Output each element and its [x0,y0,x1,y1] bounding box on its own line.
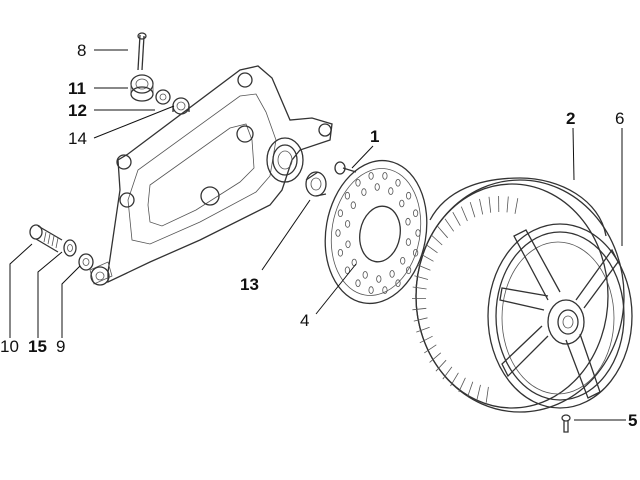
tread-block [488,196,492,213]
disc-vent-hole [376,275,382,283]
tread-block [424,344,437,354]
disc-vent-hole [399,199,405,208]
cotter-pin [137,32,147,71]
wheel-rim [487,223,633,409]
tread-block [416,326,430,333]
bushing [305,171,327,197]
callout-labels: 8 11 12 14 1 13 4 2 6 5 10 15 9 [0,41,637,430]
disc-vent-hole [355,279,361,288]
disc-vent-hole [361,188,367,196]
tread-block [425,243,438,254]
tread-block [431,234,443,246]
disc-vent-hole [362,271,368,279]
disc-vent-hole [405,191,412,200]
tread-block [412,286,427,290]
callout-5: 5 [628,411,637,430]
callout-9: 9 [56,337,65,356]
disc-vent-hole [337,249,343,257]
callout-8: 8 [77,41,86,60]
tread-block [420,253,434,262]
disc-vent-hole [344,220,351,228]
disc-vent-hole [400,256,406,265]
disc-vent-hole [412,209,419,218]
disc-vent-hole [335,229,341,237]
callout-6: 6 [615,109,624,128]
callout-4: 4 [300,311,309,330]
tread-block [450,372,459,387]
bolt [29,224,63,253]
callout-14: 14 [68,129,87,148]
callout-12: 12 [68,101,87,120]
disc-vent-hole [382,172,388,180]
tire [411,177,625,413]
tread-block [514,198,519,214]
tread-block [417,264,431,271]
castle-nut [130,74,154,102]
disc-vent-hole [337,209,343,218]
leader-lines [9,49,626,421]
disc-vent-hole [382,286,388,294]
callout-15: 15 [28,337,47,356]
disc-vent-hole [355,179,361,187]
disc-vent-hole [405,238,411,246]
tread-block [412,307,427,311]
brake-disc [324,159,428,305]
spacer [172,97,190,115]
disc-vent-hole [395,179,401,187]
bolt-washer [63,239,77,257]
disc-vent-hole [368,286,374,294]
tread-block [442,366,453,380]
disc-vent-hole [405,217,411,226]
washer [155,89,171,105]
callout-2: 2 [566,109,575,128]
tread-block [435,359,447,372]
disc-vent-hole [415,229,421,237]
callout-11: 11 [68,79,86,98]
tread-block [413,317,428,322]
disc-vent-hole [388,187,394,195]
tire-valve [561,414,571,433]
tread-block [444,218,455,232]
disc-vent-hole [389,270,395,278]
tread-block [452,212,461,226]
callout-1: 1 [370,127,379,146]
tread-block [429,352,442,363]
disc-vent-hole [405,266,412,275]
tread-block [485,386,489,403]
tread-block [437,226,449,239]
callout-10: 10 [0,337,19,356]
tread-block [414,275,429,280]
disc-vent-hole [395,279,401,288]
tread-block [476,384,481,401]
tread-block [419,335,433,344]
disc-vent-hole [344,266,350,275]
tread-block [467,381,474,397]
callout-13: 13 [240,275,259,294]
disc-vent-hole [412,249,419,257]
disc-vent-hole [350,201,356,210]
tread-block [479,198,484,215]
tread-block [506,196,509,213]
tread-block [458,377,466,393]
swing-arm-bracket [89,65,333,286]
disc-vent-hole [368,172,374,180]
disc-vent-hole [345,240,351,249]
bolt-nut [78,253,94,271]
disc-vent-hole [344,191,350,200]
tread-block [460,206,468,222]
tread-block [469,201,476,218]
disc-vent-hole [374,183,380,191]
